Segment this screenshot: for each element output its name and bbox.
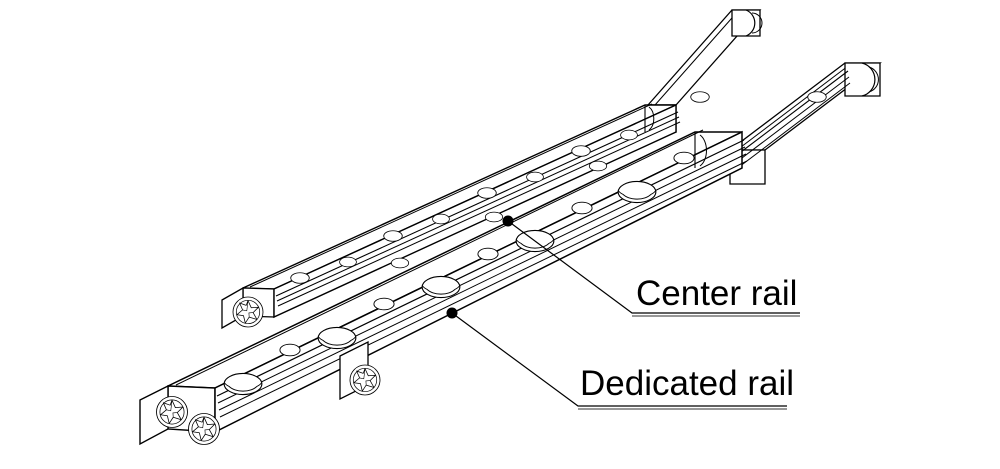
dedicated-rail-endcap-bore-inner-right xyxy=(868,66,879,93)
dedicated-rail-bore-left-a xyxy=(156,396,188,428)
center-rail-top-bevel xyxy=(249,103,653,288)
leader-path-dedicated-rail xyxy=(451,312,787,407)
label-center-rail: Center rail xyxy=(636,274,798,313)
leader-path-center-rail xyxy=(507,220,800,314)
dedicated-rail-joint-bore xyxy=(349,364,381,396)
dedicated-rail-groove-3 xyxy=(218,153,747,411)
dedicated-rail-segment-left xyxy=(139,129,748,446)
center-rail-joint-bore xyxy=(648,106,655,131)
dedicated-rail-groove-right-1 xyxy=(732,70,849,159)
center-rail-bevel-a-right xyxy=(654,9,740,106)
center-rail-bore-left xyxy=(232,296,264,328)
dedicated-rail-top-bevel xyxy=(175,129,704,386)
dedicated-rail-groove-4 xyxy=(219,160,748,418)
dedicated-rail-bore-left-b xyxy=(188,413,220,445)
leader-dedicated-rail xyxy=(446,307,787,410)
dedicated-rail-hole-right xyxy=(807,91,827,103)
center-rail-body-face xyxy=(273,103,677,319)
center-rail-part xyxy=(221,9,763,330)
dedicated-rail-groove-right-3 xyxy=(734,82,851,171)
dedicated-rail-part xyxy=(139,62,882,446)
leader-lines xyxy=(446,215,800,410)
dedicated-rail-segment-right xyxy=(728,62,882,185)
dedicated-rail-endcap-right xyxy=(844,62,881,97)
dedicated-rail-endcap-bore-right xyxy=(861,62,876,97)
dedicated-rail-joint-seam-bore xyxy=(699,134,707,167)
leader-center-rail xyxy=(502,215,800,317)
center-rail-segment-left xyxy=(221,91,710,330)
center-rail-endcap-bore-inner-right xyxy=(751,12,763,34)
dedicated-rail-bevel-right xyxy=(736,62,853,151)
dedicated-rail-groove-2 xyxy=(217,146,746,404)
dedicated-rail-groove-right-2 xyxy=(733,76,850,165)
center-rail-groove-2 xyxy=(276,116,680,302)
center-rail-groove-3 xyxy=(277,121,681,307)
label-dedicated-rail: Dedicated rail xyxy=(580,364,794,403)
dedicated-rail-groove-1 xyxy=(216,139,745,397)
center-rail-endcap-bore-right xyxy=(745,9,756,37)
